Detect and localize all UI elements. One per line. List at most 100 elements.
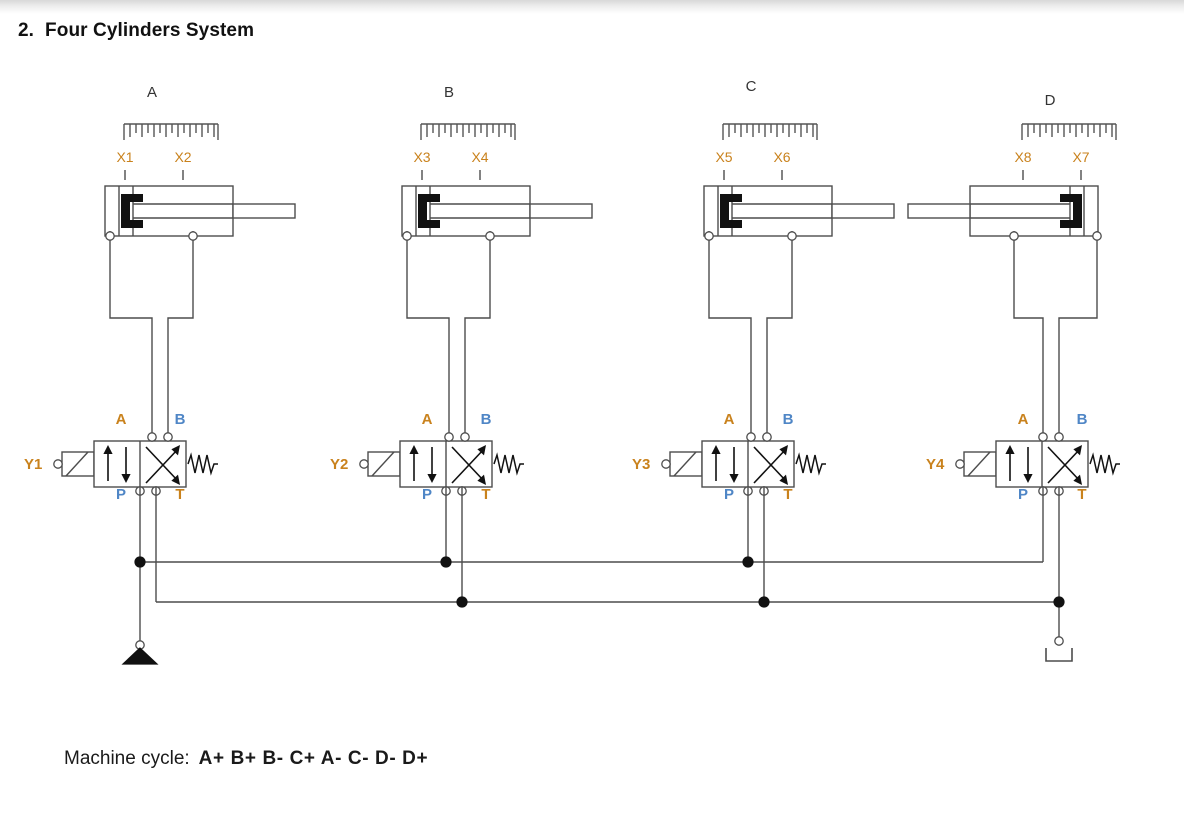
machine-cycle-label: Machine cycle:: [64, 748, 190, 769]
valve-2-port-label-a: A: [422, 411, 433, 428]
cylinder-label-b: B: [444, 84, 454, 101]
sensor-label-x3: X3: [413, 149, 430, 165]
cylinder-group-c[interactable]: C X5 X6: [703, 78, 895, 449]
measuring-scale-icon-d: [1021, 123, 1117, 141]
sensor-label-x5: X5: [715, 149, 732, 165]
tank-reservoir-group[interactable]: [1045, 636, 1073, 662]
pipe-cyl-a-to-valve-a-port: [109, 240, 153, 449]
valve-body-2[interactable]: [399, 440, 493, 488]
page-title-number: 2.: [18, 20, 35, 41]
valve-1-port-ring-a: [147, 432, 157, 442]
valve-body-1[interactable]: [93, 440, 187, 488]
measuring-scale-icon-c: [722, 123, 818, 141]
valve-2-port-label-t: T: [481, 486, 490, 503]
spring-actuator-2: [493, 454, 525, 474]
solenoid-actuator-2[interactable]: [367, 451, 401, 477]
valve-4-port-label-b: B: [1077, 411, 1088, 428]
pipe-cyl-b-to-valve-b-port: [464, 240, 491, 449]
valve-4-port-label-t: T: [1077, 486, 1086, 503]
machine-cycle-sequence: A+ B+ B- C+ A- C- D- D+: [198, 748, 429, 769]
solenoid-terminal-2: [359, 459, 369, 469]
pipe-cyl-a-to-valve-b-port: [167, 240, 194, 449]
cyl-d-port2-ring: [1092, 231, 1102, 241]
cyl-b-port2-ring: [485, 231, 495, 241]
sensor-label-x6: X6: [773, 149, 790, 165]
pipe-cyl-c-to-valve-a-port: [708, 240, 752, 449]
valve-3-port-label-t: T: [783, 486, 792, 503]
valve-4-port-ring-b: [1054, 432, 1064, 442]
valve-4-port-label-p: P: [1018, 486, 1028, 503]
cylinder-group-d[interactable]: D X8 X7: [907, 92, 1117, 449]
sensor-label-x2: X2: [174, 149, 191, 165]
pipe-cyl-d-to-valve-a-port: [1013, 240, 1044, 449]
pressure-source-group[interactable]: [121, 640, 159, 665]
cylinder-group-a[interactable]: A X1 X2: [104, 84, 296, 449]
spring-actuator-4: [1089, 454, 1121, 474]
valve-group-2[interactable]: Y2 A B P T: [330, 411, 525, 602]
cyl-a-port2-ring: [188, 231, 198, 241]
valve-3-port-label-b: B: [783, 411, 794, 428]
junction-dot-p2: [440, 556, 452, 568]
sensor-label-x8: X8: [1014, 149, 1031, 165]
valve-1-port-label-b: B: [175, 411, 186, 428]
solenoid-label-y3: Y3: [632, 456, 650, 473]
solenoid-label-y4: Y4: [926, 456, 945, 473]
sensor-label-x7: X7: [1072, 149, 1089, 165]
tank-terminal-ring: [1054, 636, 1064, 646]
page-title-text: Four Cylinders System: [45, 20, 255, 41]
page-title: 2. Four Cylinders System: [18, 20, 254, 42]
junction-dot-p3: [742, 556, 754, 568]
window-top-band: [0, 0, 1184, 14]
valve-1-port-ring-b: [163, 432, 173, 442]
valve-2-port-ring-a: [444, 432, 454, 442]
valve-3-port-label-p: P: [724, 486, 734, 503]
spring-actuator-1: [187, 454, 219, 474]
solenoid-label-y2: Y2: [330, 456, 348, 473]
cylinder-label-c: C: [746, 78, 757, 95]
valve-3-port-ring-a: [746, 432, 756, 442]
solenoid-terminal-1: [53, 459, 63, 469]
cyl-c-port1-ring: [704, 231, 714, 241]
measuring-scale-icon-a: [123, 123, 219, 141]
valve-3-port-label-a: A: [724, 411, 735, 428]
junction-dot-p1: [134, 556, 146, 568]
pipe-cyl-d-to-valve-b-port: [1058, 240, 1098, 449]
cylinder-body-a: [104, 185, 296, 237]
manifold-rails: [134, 556, 1065, 608]
spring-actuator-3: [795, 454, 827, 474]
cyl-c-port2-ring: [787, 231, 797, 241]
cyl-b-port1-ring: [402, 231, 412, 241]
solenoid-actuator-3[interactable]: [669, 451, 703, 477]
valve-1-port-label-p: P: [116, 486, 126, 503]
solenoid-actuator-1[interactable]: [61, 451, 95, 477]
pipe-cyl-c-to-valve-b-port: [766, 240, 793, 449]
machine-cycle: Machine cycle: A+ B+ B- C+ A- C- D- D+: [64, 748, 428, 770]
cylinder-group-b[interactable]: B X3 X4: [401, 84, 593, 449]
junction-dot-t2: [456, 596, 468, 608]
solenoid-actuator-4[interactable]: [963, 451, 997, 477]
pressure-source-triangle-icon: [121, 647, 159, 665]
valve-3-port-ring-b: [762, 432, 772, 442]
valve-1-port-label-t: T: [175, 486, 184, 503]
sensor-label-x4: X4: [471, 149, 488, 165]
valve-2-port-ring-b: [460, 432, 470, 442]
measuring-scale-icon-b: [420, 123, 516, 141]
cylinder-label-a: A: [147, 84, 157, 101]
valve-group-3[interactable]: Y3 A B P T: [632, 411, 827, 602]
cylinder-body-d: [907, 185, 1099, 237]
cylinder-body-b: [401, 185, 593, 237]
valve-group-4[interactable]: Y4 A B P T: [926, 411, 1121, 645]
cyl-d-port1-ring: [1009, 231, 1019, 241]
valve-body-4[interactable]: [995, 440, 1089, 488]
tank-reservoir-icon: [1045, 648, 1073, 662]
cyl-a-port1-ring: [105, 231, 115, 241]
solenoid-terminal-4: [955, 459, 965, 469]
valve-group-1[interactable]: Y1 A B P T: [24, 411, 219, 645]
solenoid-terminal-3: [661, 459, 671, 469]
valve-body-3[interactable]: [701, 440, 795, 488]
solenoid-label-y1: Y1: [24, 456, 42, 473]
junction-dot-t3: [758, 596, 770, 608]
cylinder-label-d: D: [1045, 92, 1056, 109]
sensor-label-x1: X1: [116, 149, 133, 165]
